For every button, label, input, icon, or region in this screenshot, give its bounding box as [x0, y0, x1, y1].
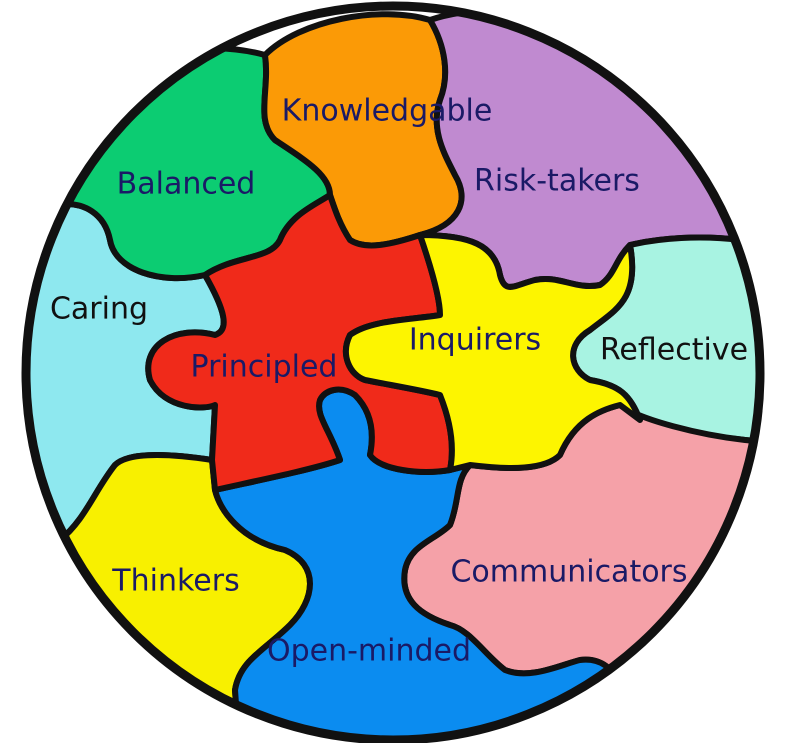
puzzle-labels: Caring Thinkers Balanced Knowledgable Ri…	[50, 94, 748, 669]
puzzle-pieces	[26, 7, 760, 740]
label-knowledgable: Knowledgable	[282, 94, 493, 129]
label-inquirers: Inquirers	[409, 323, 541, 358]
label-caring: Caring	[50, 292, 148, 327]
label-principled: Principled	[191, 350, 338, 385]
label-balanced: Balanced	[117, 167, 256, 202]
label-communicators: Communicators	[450, 555, 687, 590]
piece-inquirers	[343, 232, 643, 473]
label-open-minded: Open-minded	[267, 634, 471, 669]
label-risk-takers: Risk-takers	[474, 164, 640, 199]
puzzle-outer-rim	[21, 1, 765, 743]
label-reflective: Reflective	[600, 333, 748, 368]
label-thinkers: Thinkers	[111, 564, 239, 599]
